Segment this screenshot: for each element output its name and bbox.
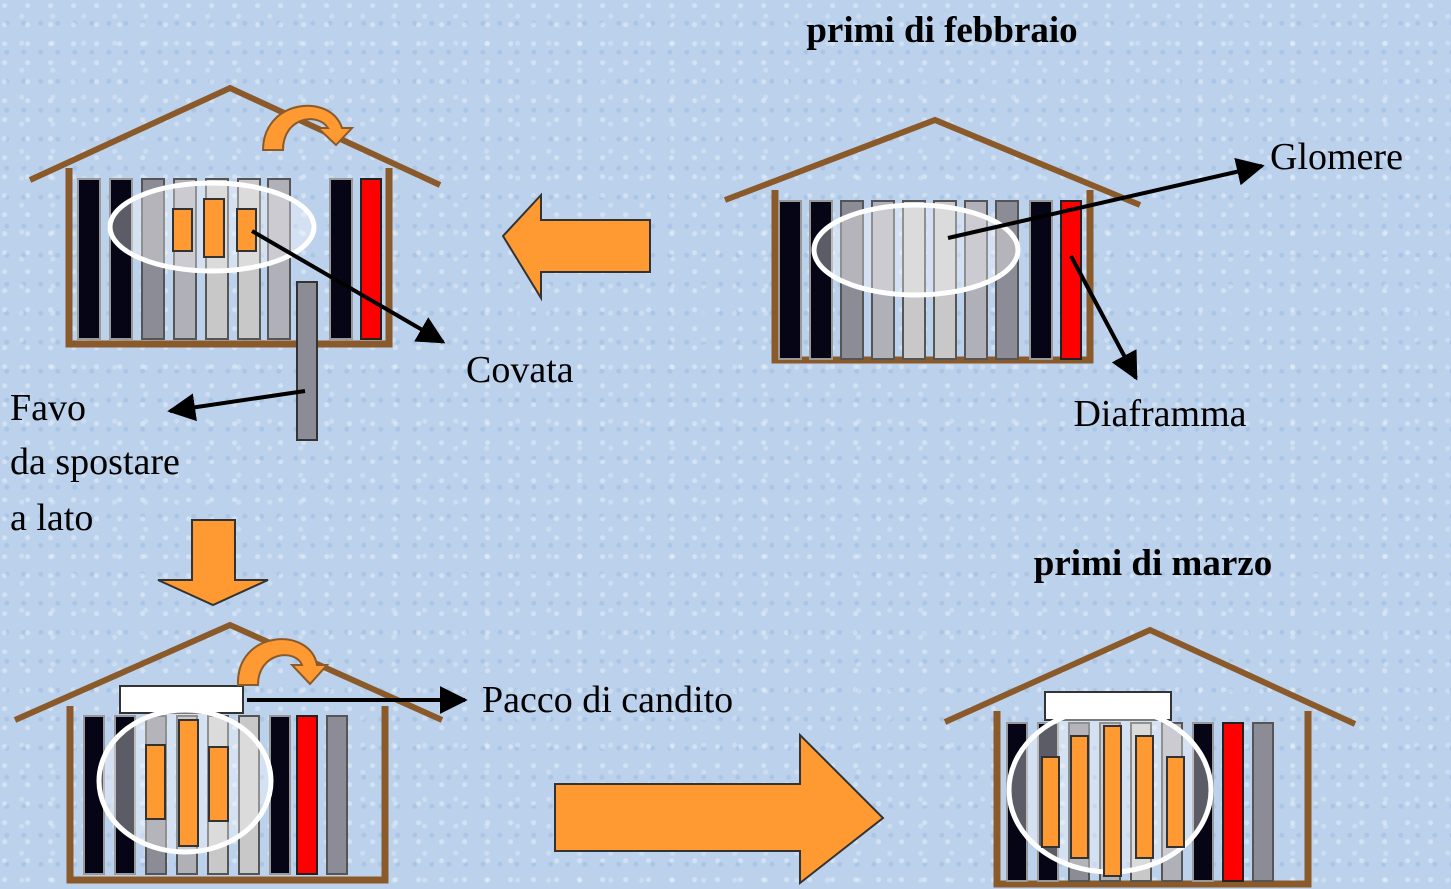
arrow-left-icon [501,192,651,302]
diaphragm [296,715,318,875]
label-covata: Covata [466,349,574,391]
label-favo-1: Favo [10,387,86,429]
frame [83,715,105,875]
brood-patch [1103,725,1122,877]
brood-patch [1166,756,1185,848]
brood-patch [1070,735,1089,859]
brood-patch [145,744,166,820]
hive-roof [943,626,1357,727]
diaphragm [1222,722,1244,882]
brood-patch [236,208,257,252]
label-favo-2: da spostare [10,441,180,483]
hive-with-candy [13,621,444,884]
title-february: primi di febbraio [806,10,1077,51]
brood-patch [172,208,193,252]
frame [933,200,957,360]
hive-roof [723,116,1142,208]
arrow-right-icon [554,732,885,886]
frame [1252,722,1274,882]
hive-body [993,711,1312,888]
diaphragm [360,178,382,340]
frame [269,715,291,875]
title-march: primi di marzo [1034,543,1272,584]
hive-roof [13,621,444,723]
frame [871,200,895,360]
label-glomere: Glomere [1270,136,1403,178]
hive-with-brood [28,84,442,441]
label-favo-3: a lato [10,497,93,539]
brood-patch [203,198,225,258]
pointer-line-covata [250,229,446,344]
brood-patch [1135,735,1154,859]
hive-body [65,168,393,348]
brood-patch [208,746,229,822]
comb-to-move [296,281,318,441]
brood-patch [1041,756,1060,848]
frame [326,715,348,875]
frame [109,178,133,340]
pointer-line-favo [167,389,306,422]
hive-body [66,706,389,884]
brood-patch [178,719,199,847]
hive-march [943,626,1357,888]
label-diaframma: Diaframma [1073,393,1246,435]
cluster-ellipse [811,202,1021,298]
hive-body [771,190,1094,364]
frame [778,200,802,360]
hive-roof [28,84,442,188]
frame [329,178,353,340]
pointer-line-diaframma [1069,255,1138,381]
frame [902,200,926,360]
frame [1029,200,1053,360]
rotate-arrow-icon [261,104,355,151]
rotate-arrow-icon [236,638,330,686]
label-candito: Pacco di candito [482,679,733,721]
frame [77,178,101,340]
frame [1192,722,1214,882]
pointer-line-glomere [947,157,1265,240]
frame [1006,722,1028,882]
arrow-down-icon [157,519,269,607]
hive-february [723,116,1142,364]
diaphragm [1060,200,1082,360]
